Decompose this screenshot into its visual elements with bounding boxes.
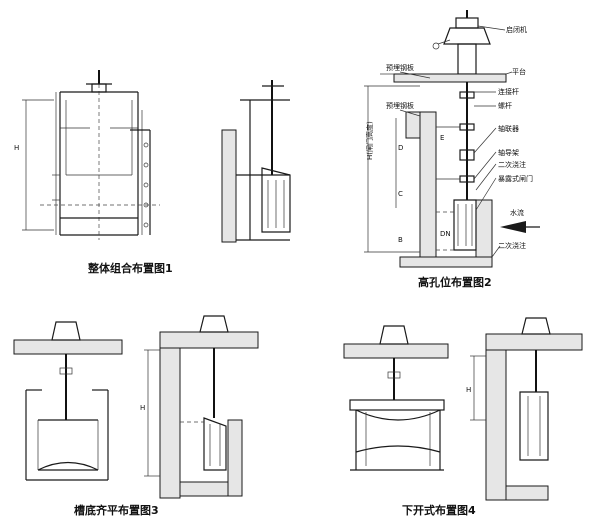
label-connecting-rod: 连接杆 [498,87,519,96]
fig4-side-view: H [466,317,583,501]
figure-3-flush-bottom: H 槽底齐平布置图3 [13,315,259,517]
figure-2-high-orifice: H(闸门高度) D C B DN E 启闭机 平台 连接杆 螺杆 轴联器 轴导架 [364,10,540,289]
fig3-side-view: H [140,315,259,499]
fig2-stem [436,82,475,200]
label-water-flow: 水流 [510,208,524,217]
figure-1-overall-assembly: H 整体组合布置图1 [14,70,291,275]
fig2-hoist [432,10,491,75]
figure-4-downward-opening: H 下开式布置图4 [343,317,583,517]
fig2-h-install-label: H(闸门高度) [365,121,374,160]
fig2-dn-label: DN [440,230,451,238]
fig1-h-label: H [14,144,19,152]
fig2-platform [380,73,507,83]
fig4-h-label: H [466,386,471,394]
fig3-caption: 槽底齐平布置图3 [74,503,159,517]
fig2-water-flow-arrow [500,221,540,233]
label-secondary-grout-bottom: 二次浇注 [498,241,526,250]
label-embedded-bracket: 预埋钢板 [386,63,414,72]
label-gate: 暴露式闸门 [498,174,533,183]
label-platform: 平台 [512,67,526,76]
fig1-caption: 整体组合布置图1 [87,261,173,275]
label-hoist: 启闭机 [506,25,527,34]
label-secondary-grout-top: 二次浇注 [498,160,526,169]
fig2-concrete-wall [399,111,493,268]
fig2-c-label: C [398,190,403,198]
fig2-dimensions: H(闸门高度) D C B DN E [364,85,451,253]
fig2-e-label: E [440,134,444,142]
fig4-caption: 下开式布置图4 [402,503,476,517]
fig3-front-view [13,321,123,481]
fig1-dimension-h: H [14,99,54,231]
fig3-h-label: H [140,404,145,412]
label-guide-frame: 轴导架 [498,148,519,157]
fig2-gate [436,199,477,251]
fig1-front-view [40,70,160,240]
fig2-d-label: D [398,144,403,152]
label-stem: 螺杆 [498,101,512,110]
fig2-leader-lines [399,25,513,258]
fig2-b-label: B [398,236,403,244]
fig2-caption: 高孔位布置图2 [418,275,492,289]
label-embedded-plate: 预埋钢板 [386,101,414,110]
label-coupling: 轴联器 [498,124,519,133]
fig1-side-view [221,80,291,243]
fig4-front-view [343,325,449,471]
